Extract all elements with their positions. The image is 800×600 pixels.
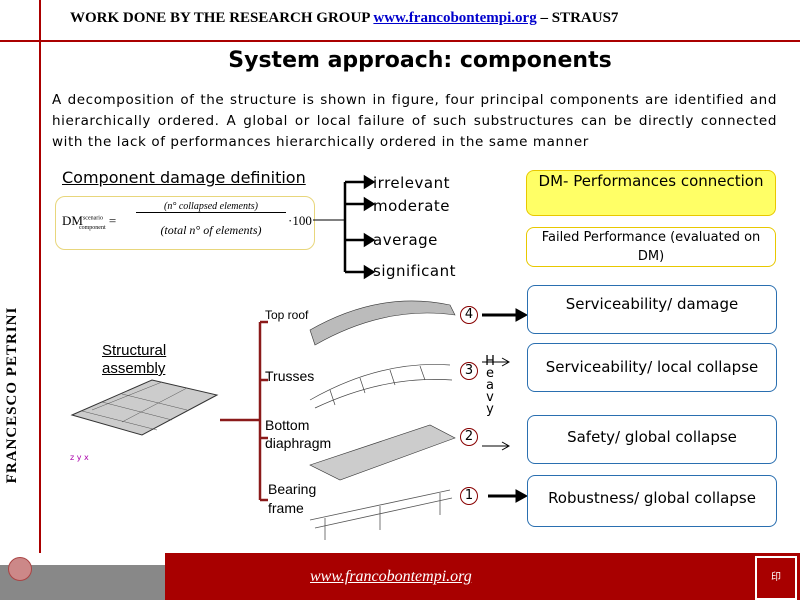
footer-link[interactable]: www.francobontempi.org xyxy=(310,568,472,585)
bearing-frame-model xyxy=(309,489,453,540)
component-label-trusses: Trusses xyxy=(265,368,315,384)
performance-arrows xyxy=(482,308,529,503)
component-label-bearing-frame: Bearing frame xyxy=(268,481,317,516)
damage-levels-bracket xyxy=(313,174,376,280)
component-number-4: 4 xyxy=(460,306,478,324)
trusses-model xyxy=(309,364,453,409)
bottom-diaphragm-model xyxy=(309,424,456,481)
level-moderate: moderate xyxy=(373,197,451,215)
performance-box-3: Serviceability/ local collapse xyxy=(527,343,777,392)
intro-paragraph: A decomposition of the structure is show… xyxy=(52,92,777,150)
footer-logo-area xyxy=(0,557,165,600)
level-average: average xyxy=(373,231,438,249)
structural-assembly-label: Structural assembly xyxy=(102,342,167,377)
formula-sup: scenario xyxy=(82,215,103,222)
failed-performance-box: Failed Performance (evaluated on DM) xyxy=(526,227,776,267)
svg-text:z y x: z y x xyxy=(70,453,89,462)
university-seal-icon xyxy=(8,557,32,581)
damage-formula: DMscenariocomponent = (n° collapsed elem… xyxy=(55,196,315,250)
formula-numerator: (n° collapsed elements) xyxy=(136,201,286,213)
header: WORK DONE BY THE RESEARCH GROUP www.fran… xyxy=(70,10,618,27)
left-border-line xyxy=(39,0,41,553)
component-models xyxy=(309,300,456,540)
component-number-1: 1 xyxy=(460,487,478,505)
header-text: WORK DONE BY THE RESEARCH GROUP xyxy=(70,10,370,26)
damage-heading: Component damage definition xyxy=(62,168,306,187)
top-border-line xyxy=(0,40,800,42)
seal-logo-icon: 印 xyxy=(755,556,797,600)
component-bracket xyxy=(220,320,268,502)
level-irrelevant: irrelevant xyxy=(373,174,450,192)
level-significant: significant xyxy=(373,262,456,280)
structural-assembly-model: z y x xyxy=(70,379,219,462)
top-roof-model xyxy=(309,300,456,346)
formula-sub: component xyxy=(78,224,106,231)
header-suffix: – STRAUS7 xyxy=(536,10,619,26)
header-link[interactable]: www.francobontempi.org xyxy=(373,10,537,26)
page-title: System approach: components xyxy=(228,48,612,73)
component-label-top-roof: Top roof xyxy=(265,308,309,322)
formula-denominator: (total n° of elements) xyxy=(160,223,262,237)
performance-box-4: Serviceability/ damage xyxy=(527,285,777,334)
author-name: FRANCESCO PETRINI xyxy=(4,306,20,484)
footer-bar xyxy=(165,553,800,600)
formula-lhs: DM xyxy=(62,213,83,228)
performance-box-2: Safety/ global collapse xyxy=(527,415,777,464)
component-number-2: 2 xyxy=(460,428,478,446)
component-number-3: 3 xyxy=(460,362,478,380)
dm-performances-box: DM- Performances connection xyxy=(526,170,776,216)
formula-factor: ·100 xyxy=(288,213,312,228)
heavy-label: Heavy xyxy=(485,354,495,417)
performance-box-1: Robustness/ global collapse xyxy=(527,475,777,527)
component-label-bottom-diaphragm: Bottom diaphragm xyxy=(265,417,332,451)
